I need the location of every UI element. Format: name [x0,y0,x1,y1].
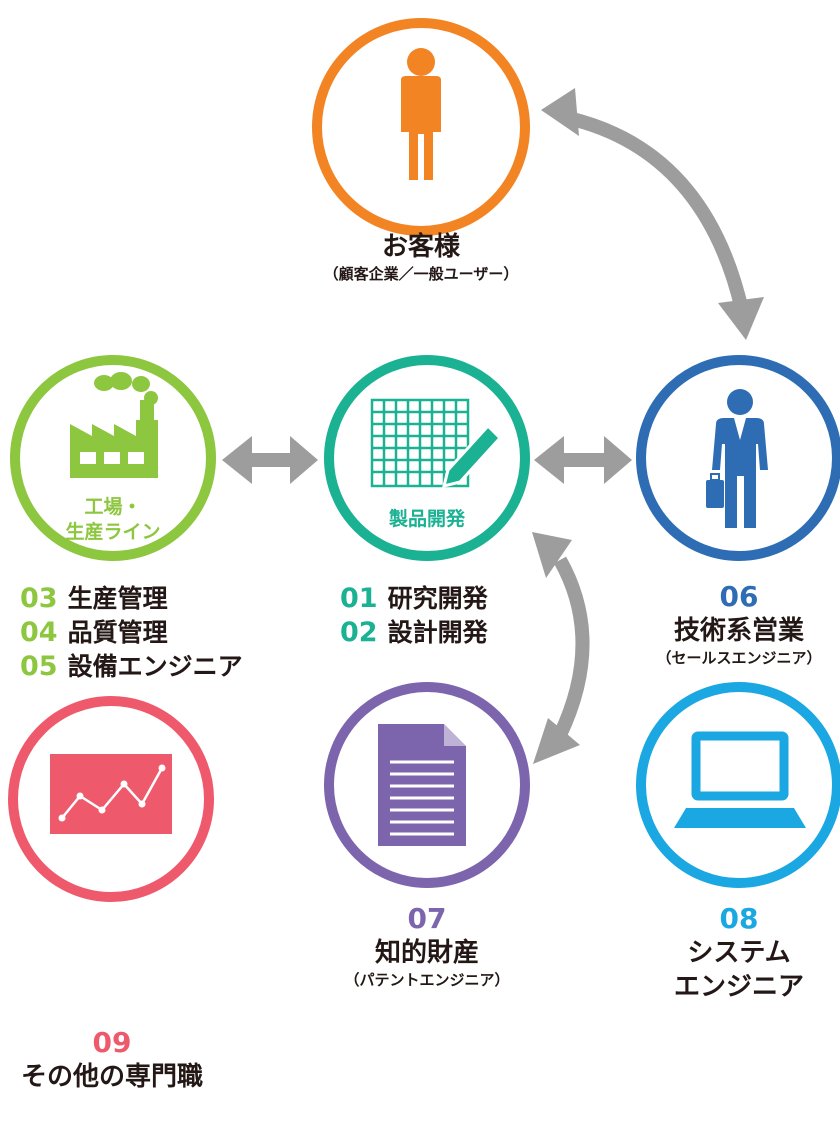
factory-product-arrow [222,436,318,484]
customer-sales-arrow [541,88,764,340]
system-circle [636,682,840,888]
system-title-line1: システム [687,938,791,968]
ip-number: 07 [407,902,447,935]
factory-label-line2: 生産ライン [65,521,161,543]
ip-title: 知的財産 [374,938,479,968]
customer-subtitle: （顧客企業／一般ユーザー） [323,265,519,283]
system-title-line2: エンジニア [673,972,804,1002]
product-circle: 製品開発 [324,355,530,561]
customer-title: お客様 [381,232,460,262]
other-title: その他の専門職 [20,1062,203,1092]
factory-label-line1: 工場・ [84,496,142,518]
product-sales-arrow [534,436,632,484]
sales-subtitle: （セールスエンジニア） [656,649,822,667]
product-ip-arrow [532,532,590,764]
ip-subtitle: （パテントエンジニア） [344,971,510,989]
other-number: 09 [92,1026,132,1059]
product-label: 製品開発 [388,508,465,530]
sales-title: 技術系営業 [673,616,804,646]
system-number: 08 [719,902,759,935]
sales-number: 06 [719,580,759,613]
